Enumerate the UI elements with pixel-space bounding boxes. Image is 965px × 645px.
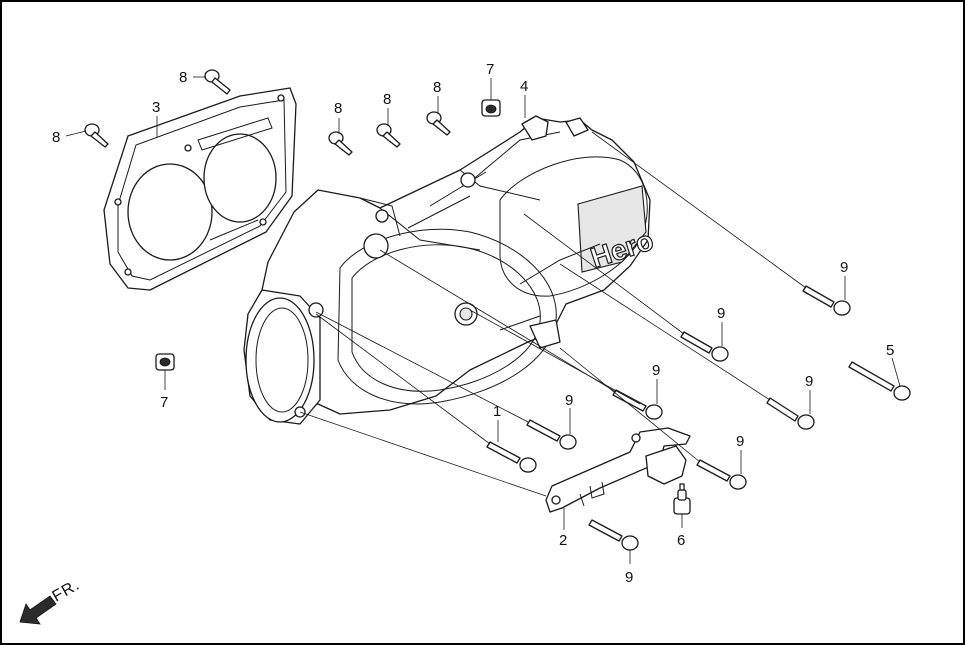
callout-7-b: 7 (160, 394, 168, 411)
screw-8-c (328, 131, 353, 156)
callout-9-g: 9 (625, 569, 633, 586)
bolt-9-b (680, 331, 729, 362)
gasket-plate (103, 87, 297, 291)
callout-7-a: 7 (486, 61, 494, 78)
bolt-9-g (588, 519, 639, 551)
screw-8-a (204, 69, 231, 95)
callout-8-e: 8 (433, 79, 441, 96)
callout-9-d: 9 (805, 373, 813, 390)
dowel-pin-top (481, 99, 501, 117)
callout-5: 5 (886, 342, 894, 359)
callout-8-d: 8 (383, 91, 391, 108)
callout-8-b: 8 (52, 129, 60, 146)
bolt-1 (486, 441, 537, 473)
callout-2: 2 (559, 532, 567, 549)
callout-8-c: 8 (334, 100, 342, 117)
callout-9-f: 9 (736, 433, 744, 450)
callout-4: 4 (520, 78, 528, 95)
screw-8-d (376, 123, 401, 148)
front-direction-indicator: FR. (19, 576, 83, 625)
dowel-pin-left (155, 353, 175, 371)
bolt-9-d (766, 397, 815, 430)
crankcase-cover: Hero (243, 115, 658, 425)
front-direction-label: FR. (50, 576, 83, 605)
screw-8-b (84, 123, 109, 148)
mounting-bracket (545, 427, 691, 513)
rubber-grommet (673, 483, 691, 515)
callout-6: 6 (677, 532, 685, 549)
callout-3: 3 (152, 99, 160, 116)
front-arrow-icon (19, 595, 57, 625)
callout-1: 1 (493, 403, 501, 420)
callout-8-a: 8 (179, 69, 187, 86)
bolt-9-a (802, 285, 851, 316)
callouts: 8 8 3 8 8 8 7 4 7 9 9 5 9 9 9 1 9 (52, 61, 901, 586)
bolt-9-e (526, 419, 577, 450)
callout-9-e: 9 (565, 392, 573, 409)
alignment-lines (299, 131, 807, 497)
bolt-5 (848, 361, 911, 401)
bolt-9-c (612, 389, 663, 420)
screw-8-e (426, 111, 451, 136)
callout-9-c: 9 (652, 362, 660, 379)
callout-9-b: 9 (717, 305, 725, 322)
bolt-9-f (696, 459, 747, 490)
callout-9-a: 9 (840, 259, 848, 276)
